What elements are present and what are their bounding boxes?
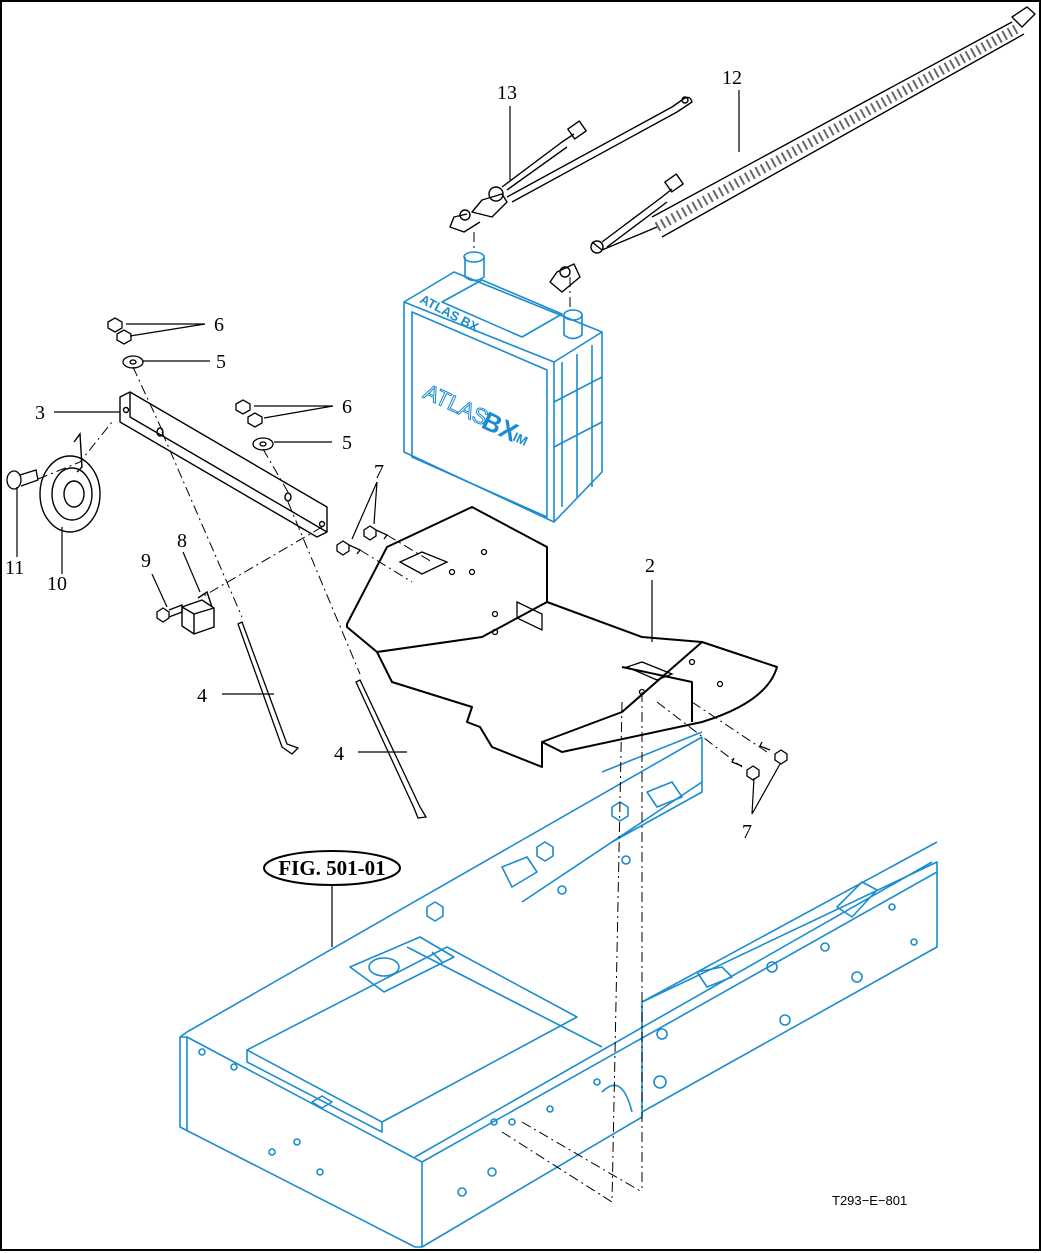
callout-2: 2 — [645, 555, 655, 577]
callout-3: 3 — [35, 402, 45, 424]
callout-4b: 4 — [334, 743, 344, 765]
cable-12 — [549, 6, 1036, 293]
callout-11: 11 — [5, 557, 24, 579]
bolts-7 — [336, 525, 788, 781]
battery-tray-2 — [346, 506, 778, 768]
relay-8 — [181, 590, 215, 635]
battery — [403, 251, 603, 523]
callout-9: 9 — [141, 550, 151, 572]
callout-5a: 5 — [216, 351, 226, 373]
figure-reference: FIG. 501-01 — [278, 856, 385, 880]
callout-5b: 5 — [342, 432, 352, 454]
horn-10 — [39, 432, 101, 533]
battery-model-suffix: IM — [511, 429, 530, 449]
callout-10: 10 — [47, 573, 67, 595]
callout-7a: 7 — [374, 461, 384, 483]
drawing-number: T293−E−801 — [832, 1193, 907, 1208]
bolt-11 — [6, 469, 39, 490]
callout-6a: 6 — [214, 314, 224, 336]
callouts — [16, 90, 781, 947]
bracket-3 — [119, 391, 328, 538]
tray-details — [398, 548, 724, 696]
screw-9 — [156, 604, 183, 623]
chassis-frame — [179, 731, 938, 1248]
callout-7b: 7 — [742, 821, 752, 843]
callout-8: 8 — [177, 530, 187, 552]
callout-6b: 6 — [342, 396, 352, 418]
figure-reference-badge: FIG. 501-01 — [263, 850, 401, 886]
frame-holes — [198, 855, 918, 1197]
callout-4a: 4 — [197, 685, 207, 707]
cable-13 — [449, 96, 693, 233]
callout-12: 12 — [722, 67, 742, 89]
callout-13: 13 — [497, 82, 517, 104]
rods-4 — [237, 621, 428, 819]
assembly-lines — [37, 232, 768, 1203]
